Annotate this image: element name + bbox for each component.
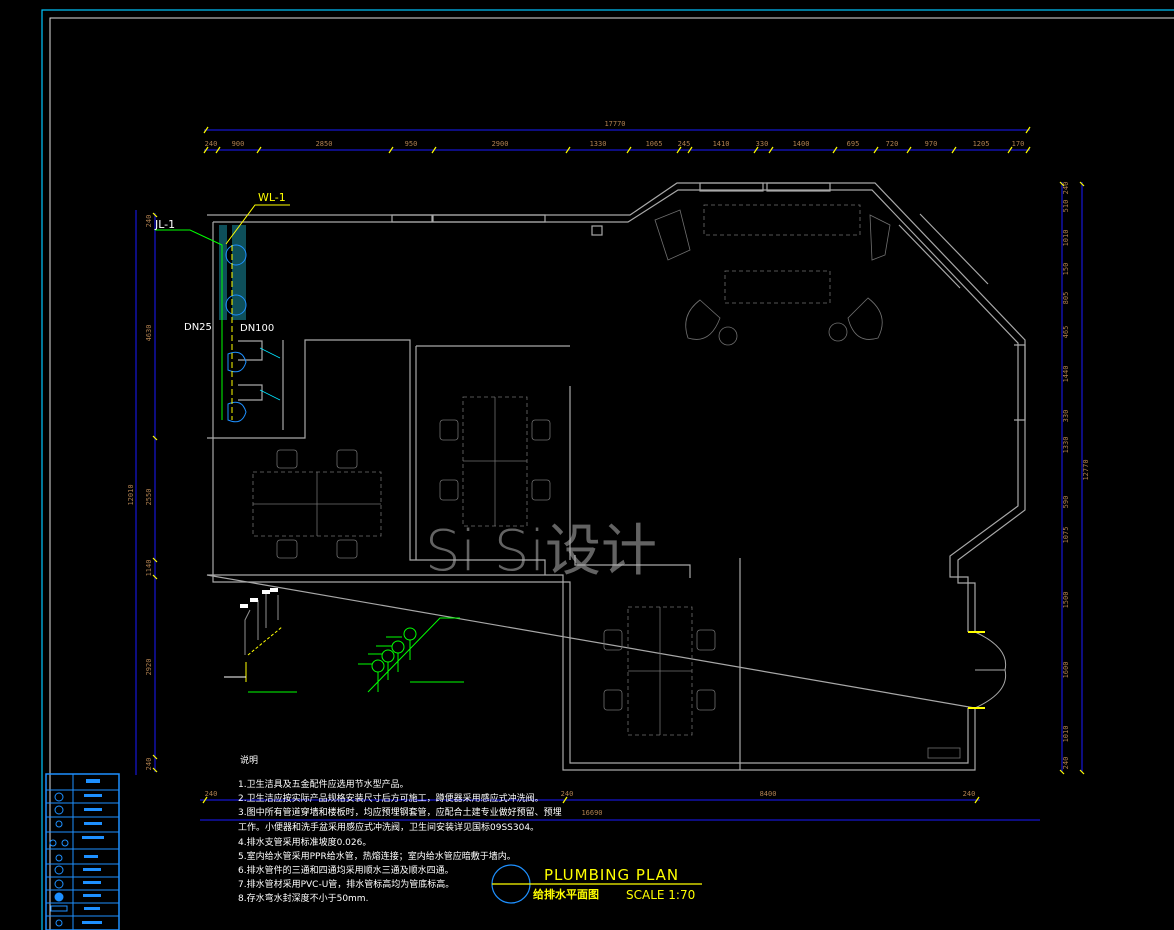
title-chinese: 给排水平面图 — [533, 887, 599, 901]
drainage-isometric — [224, 588, 297, 693]
note-item: 5.室内给水管采用PPR给水管，热熔连接；室内给水管应暗敷于墙内。 — [238, 850, 516, 862]
entrance-door — [968, 631, 1007, 709]
note-item: 6.排水管件的三通和四通均采用顺水三通及顺水四通。 — [238, 864, 454, 876]
dim-bottom: 240 — [205, 790, 218, 798]
note-item: 4.排水支管采用标准坡度0.026。 — [238, 836, 371, 848]
title-block: PLUMBING PLAN 给排水平面图 SCALE 1:70 — [491, 864, 702, 904]
dim-left: 2550 — [145, 489, 153, 506]
drain-size-label: DN100 — [240, 323, 274, 334]
note-item: 3.图中所有管道穿墙和楼板时，均应预埋钢套管，应配合土建专业做好预留、预埋 — [238, 806, 562, 818]
dim-top: 1065 — [646, 140, 663, 148]
drain-riser-label: WL-1 — [258, 191, 286, 204]
dim-top: 2850 — [316, 140, 333, 148]
dim-left: 2920 — [145, 659, 153, 676]
dimension-text: 17770 240 900 2850 950 2900 1330 1065 24… — [127, 120, 1090, 817]
design-notes: 说明 1.卫生洁具及五金配件应选用节水型产品。 2.卫生洁应按实际产品规格安装尺… — [238, 754, 562, 904]
dim-top: 1400 — [793, 140, 810, 148]
supply-riser-label: JL-1 — [154, 218, 175, 231]
dim-right: 510 — [1062, 200, 1070, 213]
dim-top: 720 — [886, 140, 899, 148]
drawing-scale: SCALE 1:70 — [626, 888, 695, 902]
dim-top: 1410 — [713, 140, 730, 148]
furniture — [252, 204, 961, 759]
supply-isometric — [358, 617, 464, 693]
dim-right: 150 — [1062, 263, 1070, 276]
dim-left: 1140 — [145, 560, 153, 577]
dim-left: 240 — [145, 758, 153, 771]
dim-top: 1205 — [973, 140, 990, 148]
dim-bottom: 240 — [561, 790, 574, 798]
title-english: PLUMBING PLAN — [544, 866, 679, 884]
dim-right: 1500 — [1062, 592, 1070, 609]
dim-top: 2900 — [492, 140, 509, 148]
note-item: 7.排水管材采用PVC-U管，排水管标高均为管底标高。 — [238, 878, 454, 890]
dim-left: 240 — [145, 215, 153, 228]
dim-bottom: 240 — [963, 790, 976, 798]
outer-frame — [41, 9, 1174, 930]
dim-right: 590 — [1062, 496, 1070, 509]
dim-right-total: 12770 — [1082, 459, 1090, 480]
dim-left-total: 12010 — [127, 484, 135, 505]
dim-top: 170 — [1012, 140, 1025, 148]
note-item: 工作。小便器和洗手盆采用感应式冲洗阀，卫生间安装详见国标09SS304。 — [238, 821, 539, 833]
toilet-fixtures — [219, 225, 281, 423]
note-item: 2.卫生洁应按实际产品规格安装尺寸后方可施工，蹲便器采用感应式冲洗阀。 — [238, 792, 544, 804]
inner-frame — [49, 17, 1174, 930]
dimension-lines — [135, 126, 1085, 821]
dim-top: 330 — [756, 140, 769, 148]
dim-right: 805 — [1062, 292, 1070, 305]
dim-right: 240 — [1062, 757, 1070, 770]
dim-top: 695 — [847, 140, 860, 148]
pipes — [155, 204, 290, 420]
dim-right: 1010 — [1062, 230, 1070, 247]
dim-right: 1330 — [1062, 437, 1070, 454]
supply-size-label: DN25 — [184, 322, 212, 333]
dim-top: 950 — [405, 140, 418, 148]
dim-right: 240 — [1062, 182, 1070, 195]
dim-top: 970 — [925, 140, 938, 148]
watermark: Si Si设计 — [425, 519, 657, 584]
note-item: 8.存水弯水封深度不小于50mm. — [238, 892, 368, 904]
dim-top: 245 — [678, 140, 691, 148]
floor-plan-walls — [206, 182, 1026, 771]
dim-top: 240 — [205, 140, 218, 148]
dim-right: 330 — [1062, 410, 1070, 423]
dim-right: 1010 — [1062, 726, 1070, 743]
dim-left: 4630 — [145, 325, 153, 342]
dim-top-total: 17770 — [604, 120, 625, 128]
dim-top: 900 — [232, 140, 245, 148]
dim-right: 1600 — [1062, 662, 1070, 679]
dim-right: 465 — [1062, 326, 1070, 339]
dim-bottom-total: 16690 — [581, 809, 602, 817]
legend-table — [45, 773, 120, 930]
dim-right: 1075 — [1062, 527, 1070, 544]
dim-right: 1440 — [1062, 366, 1070, 383]
dim-top: 1330 — [590, 140, 607, 148]
dim-bottom: 8400 — [760, 790, 777, 798]
notes-heading: 说明 — [240, 754, 258, 766]
note-item: 1.卫生洁具及五金配件应选用节水型产品。 — [238, 778, 409, 790]
